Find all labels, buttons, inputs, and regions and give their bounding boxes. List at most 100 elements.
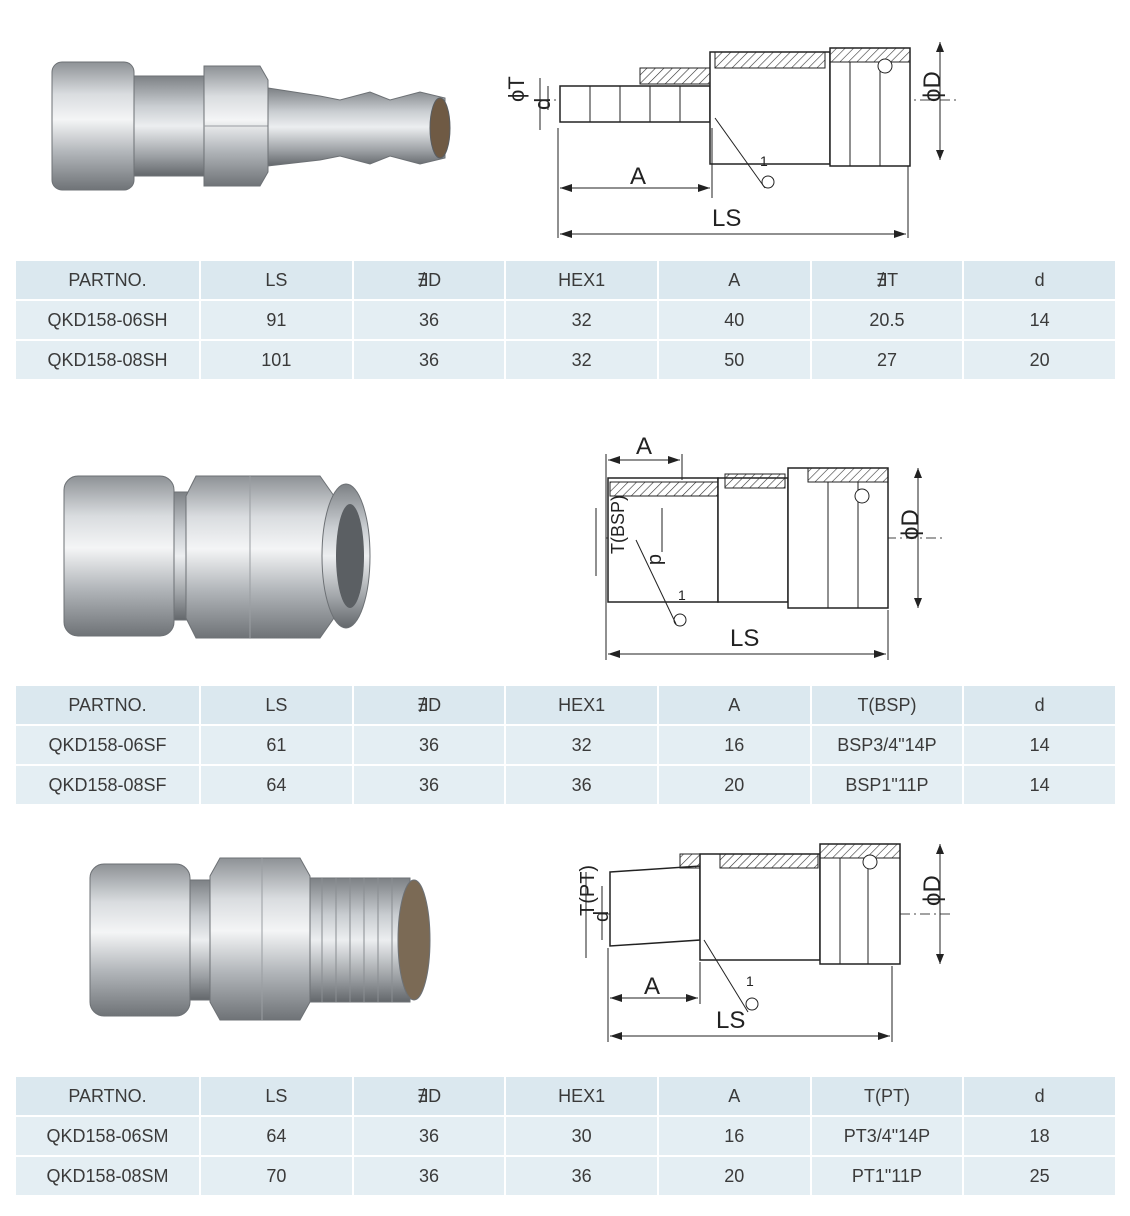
table-cell: BSP1"11P <box>811 766 963 804</box>
header-cell: A <box>658 261 810 299</box>
table-cell: 14 <box>964 726 1115 764</box>
table-cell: 32 <box>506 726 657 764</box>
table-cell: 36 <box>353 1117 505 1155</box>
table-row: QKD158-06SM 64 36 30 16 PT3/4"14P 18 <box>16 1117 1115 1155</box>
label-t-bsp: T(BSP) <box>608 495 628 554</box>
label-one: 1 <box>760 153 768 169</box>
table-header-row: PARTNO. LS ∄D HEX1 A T(BSP) d <box>16 686 1115 724</box>
table-cell: 64 <box>201 1117 352 1155</box>
table-cell: PT3/4"14P <box>811 1117 963 1155</box>
header-cell: d <box>964 1077 1115 1115</box>
table-row: QKD158-08SM 70 36 36 20 PT1"11P 25 <box>16 1157 1115 1195</box>
label-t-pt: T(PT) <box>577 865 599 916</box>
table-cell: 27 <box>811 341 963 379</box>
label-d: d <box>645 554 667 565</box>
header-cell: PARTNO. <box>16 686 199 724</box>
header-cell: d <box>964 261 1115 299</box>
table-cell: 36 <box>353 726 505 764</box>
table-cell: 32 <box>506 301 657 339</box>
header-cell: PARTNO. <box>16 261 199 299</box>
table-cell: 30 <box>506 1117 657 1155</box>
label-ls: LS <box>716 1007 745 1034</box>
header-cell: LS <box>201 261 352 299</box>
header-cell: HEX1 <box>506 261 657 299</box>
header-cell: A <box>658 686 810 724</box>
table-cell: 61 <box>201 726 352 764</box>
label-phi-d: ϕD <box>919 875 946 906</box>
header-cell: A <box>658 1077 810 1115</box>
table-row: QKD158-08SF 64 36 36 20 BSP1"11P 14 <box>16 766 1115 804</box>
section-female-thread: A T(BSP) d ϕD LS 1 PARTNO. LS ∄D HEX1 <box>0 400 1130 820</box>
table-cell: 16 <box>658 726 810 764</box>
table-cell: 50 <box>658 341 810 379</box>
table-cell: QKD158-06SH <box>16 301 199 339</box>
table-cell: 36 <box>353 766 505 804</box>
header-cell: PARTNO. <box>16 1077 199 1115</box>
table-cell: 25 <box>964 1157 1115 1195</box>
table-cell: 64 <box>201 766 352 804</box>
table-cell: QKD158-08SM <box>16 1157 199 1195</box>
table-row: QKD158-08SH 101 36 32 50 27 20 <box>16 341 1115 379</box>
table-cell: 16 <box>658 1117 810 1155</box>
table-cell: QKD158-06SF <box>16 726 199 764</box>
table-cell: 91 <box>201 301 352 339</box>
header-cell: HEX1 <box>506 686 657 724</box>
technical-drawing-male-thread: T(PT) d ϕD A LS 1 <box>540 836 960 1046</box>
table-cell: 18 <box>964 1117 1115 1155</box>
product-photo-hose-barb <box>40 40 460 210</box>
table-header-row: PARTNO. LS ∄D HEX1 A ∄T d <box>16 261 1115 299</box>
header-cell: LS <box>201 1077 352 1115</box>
table-cell: 101 <box>201 341 352 379</box>
table-cell: 32 <box>506 341 657 379</box>
table-cell: 14 <box>964 766 1115 804</box>
table-cell: QKD158-06SM <box>16 1117 199 1155</box>
header-cell: LS <box>201 686 352 724</box>
table-row: QKD158-06SF 61 36 32 16 BSP3/4"14P 14 <box>16 726 1115 764</box>
table-cell: 20.5 <box>811 301 963 339</box>
spec-table-female-thread: PARTNO. LS ∄D HEX1 A T(BSP) d QKD158-06S… <box>14 684 1117 806</box>
table-row: QKD158-06SH 91 36 32 40 20.5 14 <box>16 301 1115 339</box>
label-ls: LS <box>712 205 741 232</box>
label-ls: LS <box>730 625 759 652</box>
header-cell: HEX1 <box>506 1077 657 1115</box>
table-cell: 20 <box>964 341 1115 379</box>
label-a: A <box>630 163 646 190</box>
table-cell: QKD158-08SH <box>16 341 199 379</box>
technical-drawing-hose-barb: ϕT d ϕD A LS 1 <box>490 38 970 248</box>
label-phi-d: ϕD <box>897 509 924 540</box>
header-cell: T(BSP) <box>811 686 963 724</box>
section-hose-barb: ϕT d ϕD A LS 1 PARTNO. LS <box>0 0 1130 400</box>
label-phi-d: ϕD <box>919 71 946 102</box>
label-a: A <box>636 433 652 460</box>
section-male-thread: T(PT) d ϕD A LS 1 PARTNO. <box>0 820 1130 1216</box>
spec-table-hose-barb: PARTNO. LS ∄D HEX1 A ∄T d QKD158-06SH 91… <box>14 259 1117 381</box>
header-cell: ∄D <box>353 1077 505 1115</box>
table-cell: 36 <box>353 1157 505 1195</box>
label-phi-t: ϕT <box>504 76 529 102</box>
product-photo-male-thread <box>80 850 440 1030</box>
table-cell: BSP3/4"14P <box>811 726 963 764</box>
table-cell: 36 <box>506 1157 657 1195</box>
header-cell: ∄D <box>353 261 505 299</box>
label-one: 1 <box>746 973 754 989</box>
table-header-row: PARTNO. LS ∄D HEX1 A T(PT) d <box>16 1077 1115 1115</box>
table-cell: PT1"11P <box>811 1157 963 1195</box>
header-cell: ∄D <box>353 686 505 724</box>
table-cell: 36 <box>506 766 657 804</box>
table-cell: 40 <box>658 301 810 339</box>
spec-table-male-thread: PARTNO. LS ∄D HEX1 A T(PT) d QKD158-06SM… <box>14 1075 1117 1197</box>
technical-drawing-female-thread: A T(BSP) d ϕD LS 1 <box>550 424 950 674</box>
table-cell: 20 <box>658 1157 810 1195</box>
table-cell: 36 <box>353 301 505 339</box>
table-cell: 20 <box>658 766 810 804</box>
label-one: 1 <box>678 587 686 603</box>
header-cell: T(PT) <box>811 1077 963 1115</box>
header-cell: ∄T <box>811 261 963 299</box>
table-cell: 14 <box>964 301 1115 339</box>
header-cell: d <box>964 686 1115 724</box>
label-a: A <box>644 973 660 1000</box>
table-cell: 36 <box>353 341 505 379</box>
table-cell: 70 <box>201 1157 352 1195</box>
product-photo-female-thread <box>50 462 390 652</box>
label-d: d <box>591 911 613 922</box>
